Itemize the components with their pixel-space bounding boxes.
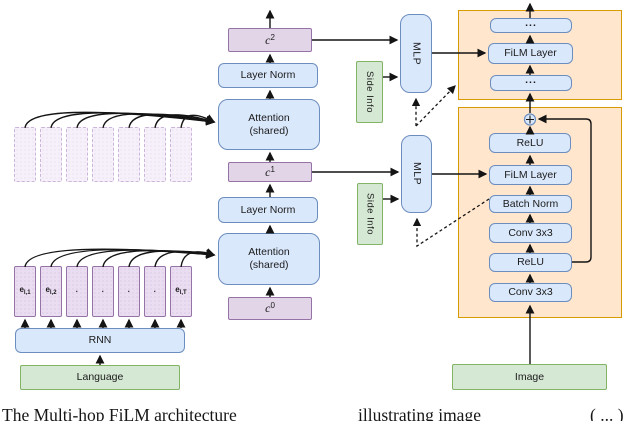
image-label: Image <box>514 370 545 383</box>
attention-1-label: Attention <box>248 111 290 124</box>
batch-norm-label: Batch Norm <box>502 197 559 210</box>
attention-token <box>66 127 88 182</box>
mlp-box-1: MLP <box>400 14 432 93</box>
attention-token <box>92 127 114 182</box>
embedding-token-2: el,2 <box>40 266 62 317</box>
c1-label: c1 <box>265 164 275 179</box>
ellipsis-box-bottom: ... <box>490 74 572 91</box>
relu-box-2: ReLU <box>489 253 572 272</box>
embedding-token-5: · <box>118 266 140 317</box>
c2-label: c2 <box>265 32 275 47</box>
conv-2-label: Conv 3x3 <box>508 286 553 299</box>
side-info-box-2: Side Info <box>357 183 383 245</box>
ellipsis-top-label: ... <box>525 16 537 29</box>
embedding-token-6: · <box>144 266 166 317</box>
attention-token <box>118 127 140 182</box>
language-input-box: Language <box>20 365 180 390</box>
film-layer-bottom-label: FiLM Layer <box>504 168 557 181</box>
layer-norm-2: Layer Norm <box>218 197 318 223</box>
side-info-1-label: Side Info <box>364 71 376 113</box>
embedding-token-5-label: · <box>127 286 131 296</box>
attention-2: Attention (shared) <box>218 233 320 285</box>
embedding-token-1: el,1 <box>14 266 36 317</box>
attention-token <box>14 127 36 182</box>
embedding-token-4: · <box>92 266 114 317</box>
embedding-token-7-label: el,T <box>175 285 187 297</box>
conv-box-2: Conv 3x3 <box>489 283 572 302</box>
mlp-2-label: MLP <box>410 162 423 186</box>
layer-norm-1-label: Layer Norm <box>240 69 296 82</box>
embedding-token-3: · <box>66 266 88 317</box>
layer-norm-1: Layer Norm <box>218 63 318 88</box>
attention-1-sublabel: (shared) <box>249 124 289 137</box>
rnn-label: RNN <box>88 334 112 347</box>
ellipsis-box-top: ... <box>490 16 572 33</box>
relu-2-label: ReLU <box>517 256 544 269</box>
relu-box-1: ReLU <box>489 133 571 153</box>
attention-2-label: Attention <box>248 246 290 259</box>
caption-segment-3: ( ... ) <box>590 405 624 421</box>
embedding-token-2-label: el,2 <box>45 285 57 297</box>
caption-segment-1: The Multi-hop FiLM architecture <box>2 405 237 421</box>
attention-2-sublabel: (shared) <box>249 259 289 271</box>
batch-norm-box: Batch Norm <box>489 195 572 213</box>
embedding-token-3-label: · <box>75 286 79 296</box>
attention-token <box>40 127 62 182</box>
language-label: Language <box>76 371 124 384</box>
film-layer-box-bottom: FiLM Layer <box>489 165 572 185</box>
side-info-2-label: Side Info <box>364 193 376 235</box>
layer-norm-2-label: Layer Norm <box>240 203 296 216</box>
context-vector-c1: c1 <box>228 162 312 182</box>
context-vector-c0: c0 <box>228 297 312 320</box>
c0-label: c0 <box>265 301 275 316</box>
embedding-token-6-label: · <box>153 286 157 296</box>
attention-1: Attention (shared) <box>218 99 320 150</box>
mlp-box-2: MLP <box>401 135 432 213</box>
film-layer-box-top: FiLM Layer <box>488 43 573 64</box>
embedding-token-7: el,T <box>170 266 192 317</box>
conv-1-label: Conv 3x3 <box>508 226 553 239</box>
attention-token <box>144 127 166 182</box>
image-input-box: Image <box>452 364 607 390</box>
context-vector-c2: c2 <box>228 28 312 52</box>
embedding-token-4-label: · <box>101 286 105 296</box>
rnn-box: RNN <box>15 328 185 353</box>
conv-box-1: Conv 3x3 <box>489 223 572 243</box>
film-layer-top-label: FiLM Layer <box>504 47 557 60</box>
attention-token <box>170 127 192 182</box>
ellipsis-bottom-label: ... <box>525 74 537 87</box>
embedding-token-1-label: el,1 <box>19 285 31 297</box>
caption-segment-2: illustrating image <box>358 405 481 421</box>
side-info-box-1: Side Info <box>356 61 383 123</box>
mlp-1-label: MLP <box>410 41 423 66</box>
relu-1-label: ReLU <box>516 136 544 149</box>
